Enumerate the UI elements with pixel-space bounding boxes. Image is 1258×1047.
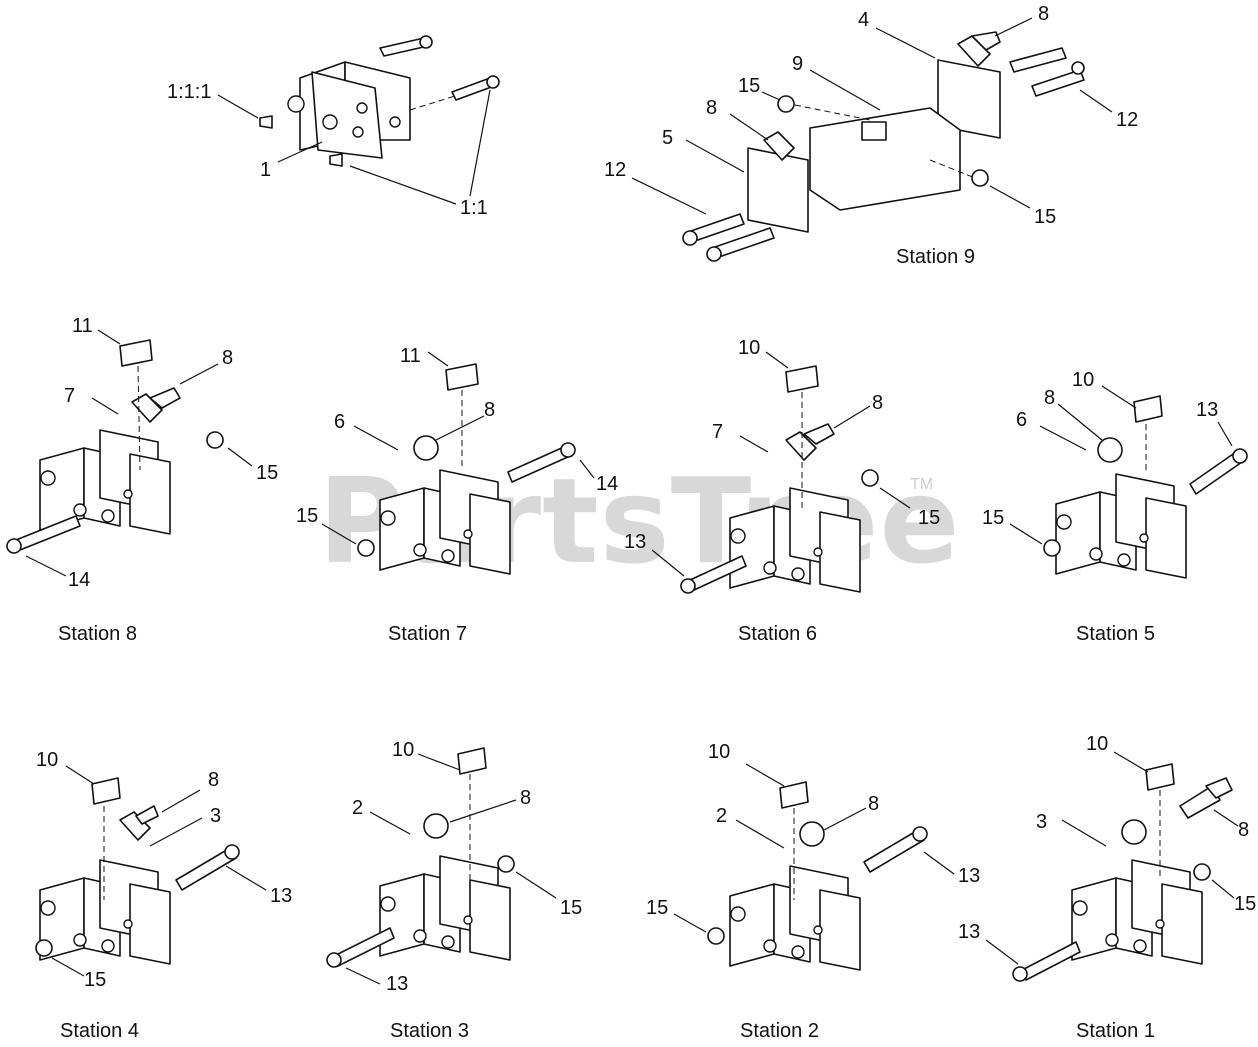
station-3-drawing <box>326 747 557 985</box>
callout-label: 8 <box>208 769 220 791</box>
callout-label: 8 <box>520 787 532 809</box>
callout-label: 4 <box>858 9 870 31</box>
callout-label: 7 <box>712 421 724 443</box>
callout-label: 15 <box>256 462 279 484</box>
station-caption: Station 2 <box>740 1020 819 1042</box>
callout-label: 14 <box>596 473 619 495</box>
callout-label: 6 <box>334 411 346 433</box>
callout-label: 9 <box>792 53 804 75</box>
callout-label: 8 <box>868 793 880 815</box>
callout-label: 8 <box>484 399 496 421</box>
station-caption: Station 3 <box>390 1020 469 1042</box>
callout-label: 8 <box>1238 819 1250 841</box>
station-5-drawing <box>1009 385 1248 579</box>
callout-label: 12 <box>1116 109 1139 131</box>
callout-label: 8 <box>1044 387 1056 409</box>
station-caption: Station 6 <box>738 623 817 645</box>
callout-label: 10 <box>392 739 415 761</box>
callout-label: 1:1 <box>460 197 488 219</box>
callout-label: 13 <box>958 865 981 887</box>
callout-label: 2 <box>716 805 728 827</box>
callout-label: 5 <box>662 127 674 149</box>
callout-label: 8 <box>706 97 718 119</box>
callout-label: 15 <box>560 897 583 919</box>
callout-label: 10 <box>36 749 59 771</box>
callout-label: 10 <box>1072 369 1095 391</box>
callout-label: 11 <box>400 345 421 367</box>
callout-label: 12 <box>604 159 627 181</box>
station-6-drawing <box>651 351 911 594</box>
station-8-drawing <box>6 329 253 577</box>
hinge-assembly-drawing <box>217 35 500 205</box>
callout-label: 1 <box>260 159 272 181</box>
station-2-drawing <box>673 763 955 971</box>
callout-label: 15 <box>1234 893 1257 915</box>
station-caption: Station 8 <box>58 623 137 645</box>
callout-label: 14 <box>68 569 91 591</box>
station-caption: Station 9 <box>896 246 975 268</box>
callout-label: 8 <box>872 392 884 414</box>
callout-label: 15 <box>296 505 319 527</box>
callout-label: 10 <box>738 337 761 359</box>
callout-label: 8 <box>222 347 234 369</box>
callout-label: 11 <box>72 315 93 337</box>
callout-label: 15 <box>84 969 107 991</box>
callout-label: 15 <box>646 897 669 919</box>
callout-label: 15 <box>918 507 941 529</box>
callout-label: 13 <box>270 885 293 907</box>
station-caption: Station 1 <box>1076 1020 1155 1042</box>
station-4-drawing <box>35 765 267 977</box>
callout-label: 1:1:1 <box>167 81 212 103</box>
callout-label: 7 <box>64 385 76 407</box>
callout-label: 10 <box>1086 733 1109 755</box>
station-caption: Station 7 <box>388 623 467 645</box>
callout-label: 15 <box>738 75 761 97</box>
callout-label: 10 <box>708 741 731 763</box>
callout-label: 15 <box>982 507 1005 529</box>
station-caption: Station 4 <box>60 1020 139 1042</box>
station-caption: Station 5 <box>1076 623 1155 645</box>
callout-label: 13 <box>624 531 647 553</box>
station-1-drawing <box>985 751 1239 982</box>
trademark-mark: TM <box>910 476 934 493</box>
callout-label: 13 <box>386 973 409 995</box>
station-9-drawing <box>631 17 1113 262</box>
callout-label: 13 <box>1196 399 1219 421</box>
callout-label: 3 <box>210 805 222 827</box>
callout-label: 15 <box>1034 206 1057 228</box>
callout-label: 2 <box>352 797 364 819</box>
callout-label: 8 <box>1038 3 1050 25</box>
callout-label: 13 <box>958 921 981 943</box>
callout-label: 6 <box>1016 409 1028 431</box>
station-7-drawing <box>321 351 595 575</box>
callout-label: 3 <box>1036 811 1048 833</box>
